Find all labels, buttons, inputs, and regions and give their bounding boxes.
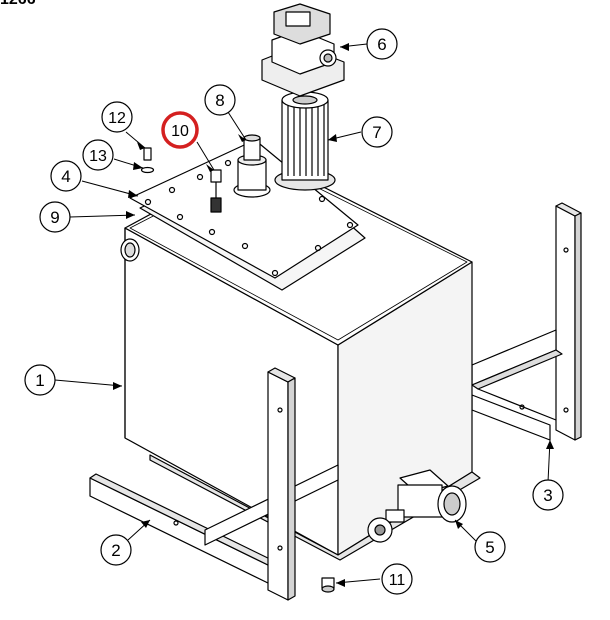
right-stand-frame <box>471 202 582 441</box>
drain-plug <box>321 577 335 593</box>
callout-label-5: 5 <box>485 538 494 557</box>
bolt-and-washer <box>140 147 155 174</box>
callout-label-6: 6 <box>377 35 386 54</box>
highlight-ring <box>161 111 199 149</box>
left-stand-frame <box>89 367 339 601</box>
drawing-header: 1266 <box>0 0 36 9</box>
callout-1: 1 <box>24 364 56 396</box>
callout-7: 7 <box>361 116 393 148</box>
callout-group: 1 2 3 4 5 6 7 8 <box>24 28 564 595</box>
filter-head <box>261 3 345 97</box>
callout-label-2: 2 <box>111 541 120 560</box>
callout-3: 3 <box>532 479 564 511</box>
callout-2: 2 <box>100 534 132 566</box>
leader-arrowheads <box>113 43 554 587</box>
level-indicator <box>210 169 222 213</box>
callout-4: 4 <box>50 160 82 192</box>
callout-9: 9 <box>39 201 71 233</box>
callout-label-1: 1 <box>35 371 44 390</box>
filter-element <box>274 91 336 191</box>
callout-11: 11 <box>381 563 413 595</box>
callout-10: 10 <box>161 111 199 149</box>
callout-label-10: 10 <box>171 123 189 140</box>
callout-label-3: 3 <box>543 486 552 505</box>
callout-6: 6 <box>366 28 398 60</box>
filler-breather <box>233 134 271 198</box>
tank-assembly-drawing <box>54 3 582 601</box>
callout-12: 12 <box>101 101 133 133</box>
gate-valve <box>367 469 467 543</box>
callout-8: 8 <box>204 84 236 116</box>
callout-label-7: 7 <box>372 123 381 142</box>
callout-label-4: 4 <box>61 167 70 186</box>
cover-plate-and-gasket <box>129 139 366 291</box>
callout-label-8: 8 <box>215 91 224 110</box>
callout-label-11: 11 <box>389 572 406 589</box>
callout-13: 13 <box>82 139 114 171</box>
callout-label-12: 12 <box>108 110 126 127</box>
callout-label-9: 9 <box>50 208 59 227</box>
callout-5: 5 <box>474 531 506 563</box>
callout-label-13: 13 <box>89 148 107 165</box>
